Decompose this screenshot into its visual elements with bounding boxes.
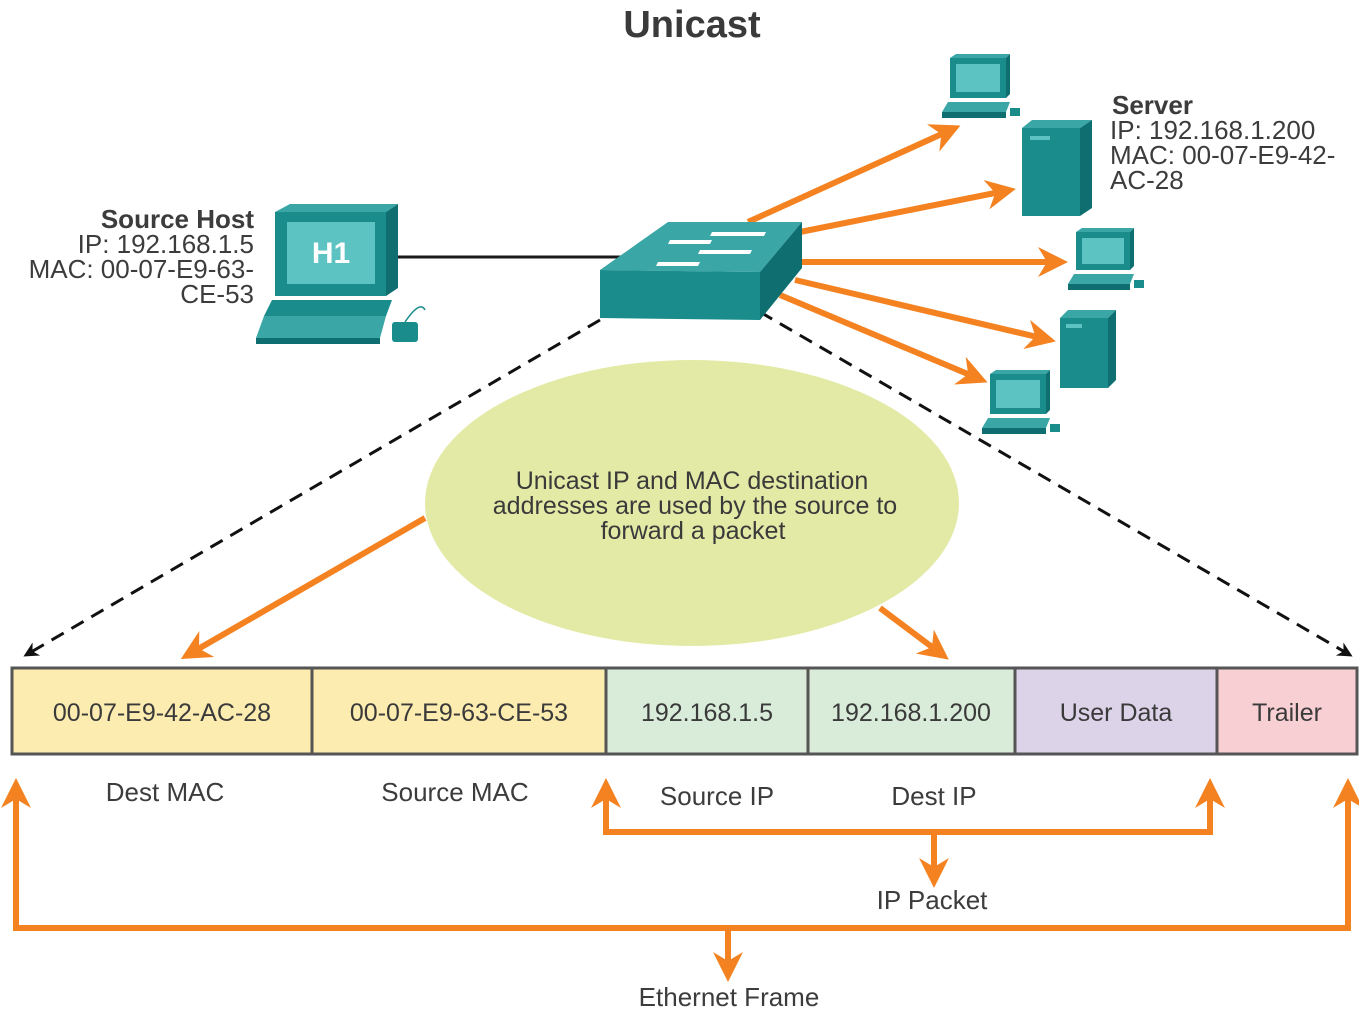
- bubble-line-3: forward a packet: [601, 517, 786, 545]
- switch-arrow-1: [746, 124, 961, 225]
- source-host-mac-2: CE-53: [180, 279, 254, 309]
- h1-icon-label: H1: [312, 237, 350, 270]
- explanation-bubble: [425, 360, 959, 646]
- frame-cell-trailer: [1215, 666, 1359, 756]
- frame-cell-source-mac-text: 00-07-E9-63-CE-53: [350, 699, 568, 727]
- frame-cell-source-mac: [310, 666, 608, 756]
- source-host-ip: IP: 192.168.1.5: [78, 229, 254, 259]
- bubble-line-1: Unicast IP and MAC destination: [516, 467, 869, 495]
- label-ip-packet: IP Packet: [877, 885, 989, 915]
- server-ip: IP: 192.168.1.200: [1110, 115, 1315, 145]
- arrow-to-dest-mac: [180, 515, 427, 660]
- ip-packet-bracket: [591, 778, 1225, 888]
- pc-icon-bottom: [982, 370, 1060, 434]
- label-ethernet-frame: Ethernet Frame: [639, 982, 820, 1012]
- ethernet-frame-bracket: [0, 778, 1359, 982]
- bubble-line-2: addresses are used by the source to: [493, 492, 897, 520]
- frame-cell-user-data: [1013, 666, 1219, 756]
- server-tower-icon: [1022, 120, 1092, 216]
- label-dest-mac: Dest MAC: [106, 777, 224, 807]
- switch-icon: [600, 222, 802, 320]
- arrow-to-dest-ip: [878, 605, 949, 660]
- pc-icon-top: [942, 54, 1020, 118]
- source-host-name: Source Host: [101, 204, 254, 234]
- label-source-ip: Source IP: [660, 781, 774, 811]
- switch-arrow-5: [778, 292, 988, 385]
- label-source-mac: Source MAC: [381, 777, 528, 807]
- pc-icon-middle: [1068, 228, 1144, 290]
- dashed-line-left: [23, 318, 601, 657]
- small-server-icon: [1060, 310, 1116, 388]
- label-dest-ip: Dest IP: [891, 781, 976, 811]
- switch-arrow-2: [799, 179, 1016, 235]
- page-title: Unicast: [623, 4, 761, 46]
- server-mac-2: AC-28: [1110, 165, 1184, 195]
- frame-bar: [10, 666, 1359, 756]
- frame-cell-trailer-text: Trailer: [1252, 699, 1322, 727]
- frame-cell-dest-ip-text: 192.168.1.200: [831, 699, 991, 727]
- frame-cell-source-ip-text: 192.168.1.5: [641, 699, 773, 727]
- server-mac-1: MAC: 00-07-E9-42-: [1110, 140, 1335, 170]
- frame-cell-dest-mac: [10, 666, 314, 756]
- frame-cell-source-ip: [604, 666, 810, 756]
- source-host-mac-1: MAC: 00-07-E9-63-: [29, 254, 254, 284]
- frame-cell-dest-mac-text: 00-07-E9-42-AC-28: [53, 699, 271, 727]
- frame-cell-user-data-text: User Data: [1060, 699, 1173, 727]
- source-host-computer-icon: [256, 204, 426, 344]
- switch-arrow-4: [794, 277, 1056, 350]
- server-name: Server: [1112, 90, 1193, 120]
